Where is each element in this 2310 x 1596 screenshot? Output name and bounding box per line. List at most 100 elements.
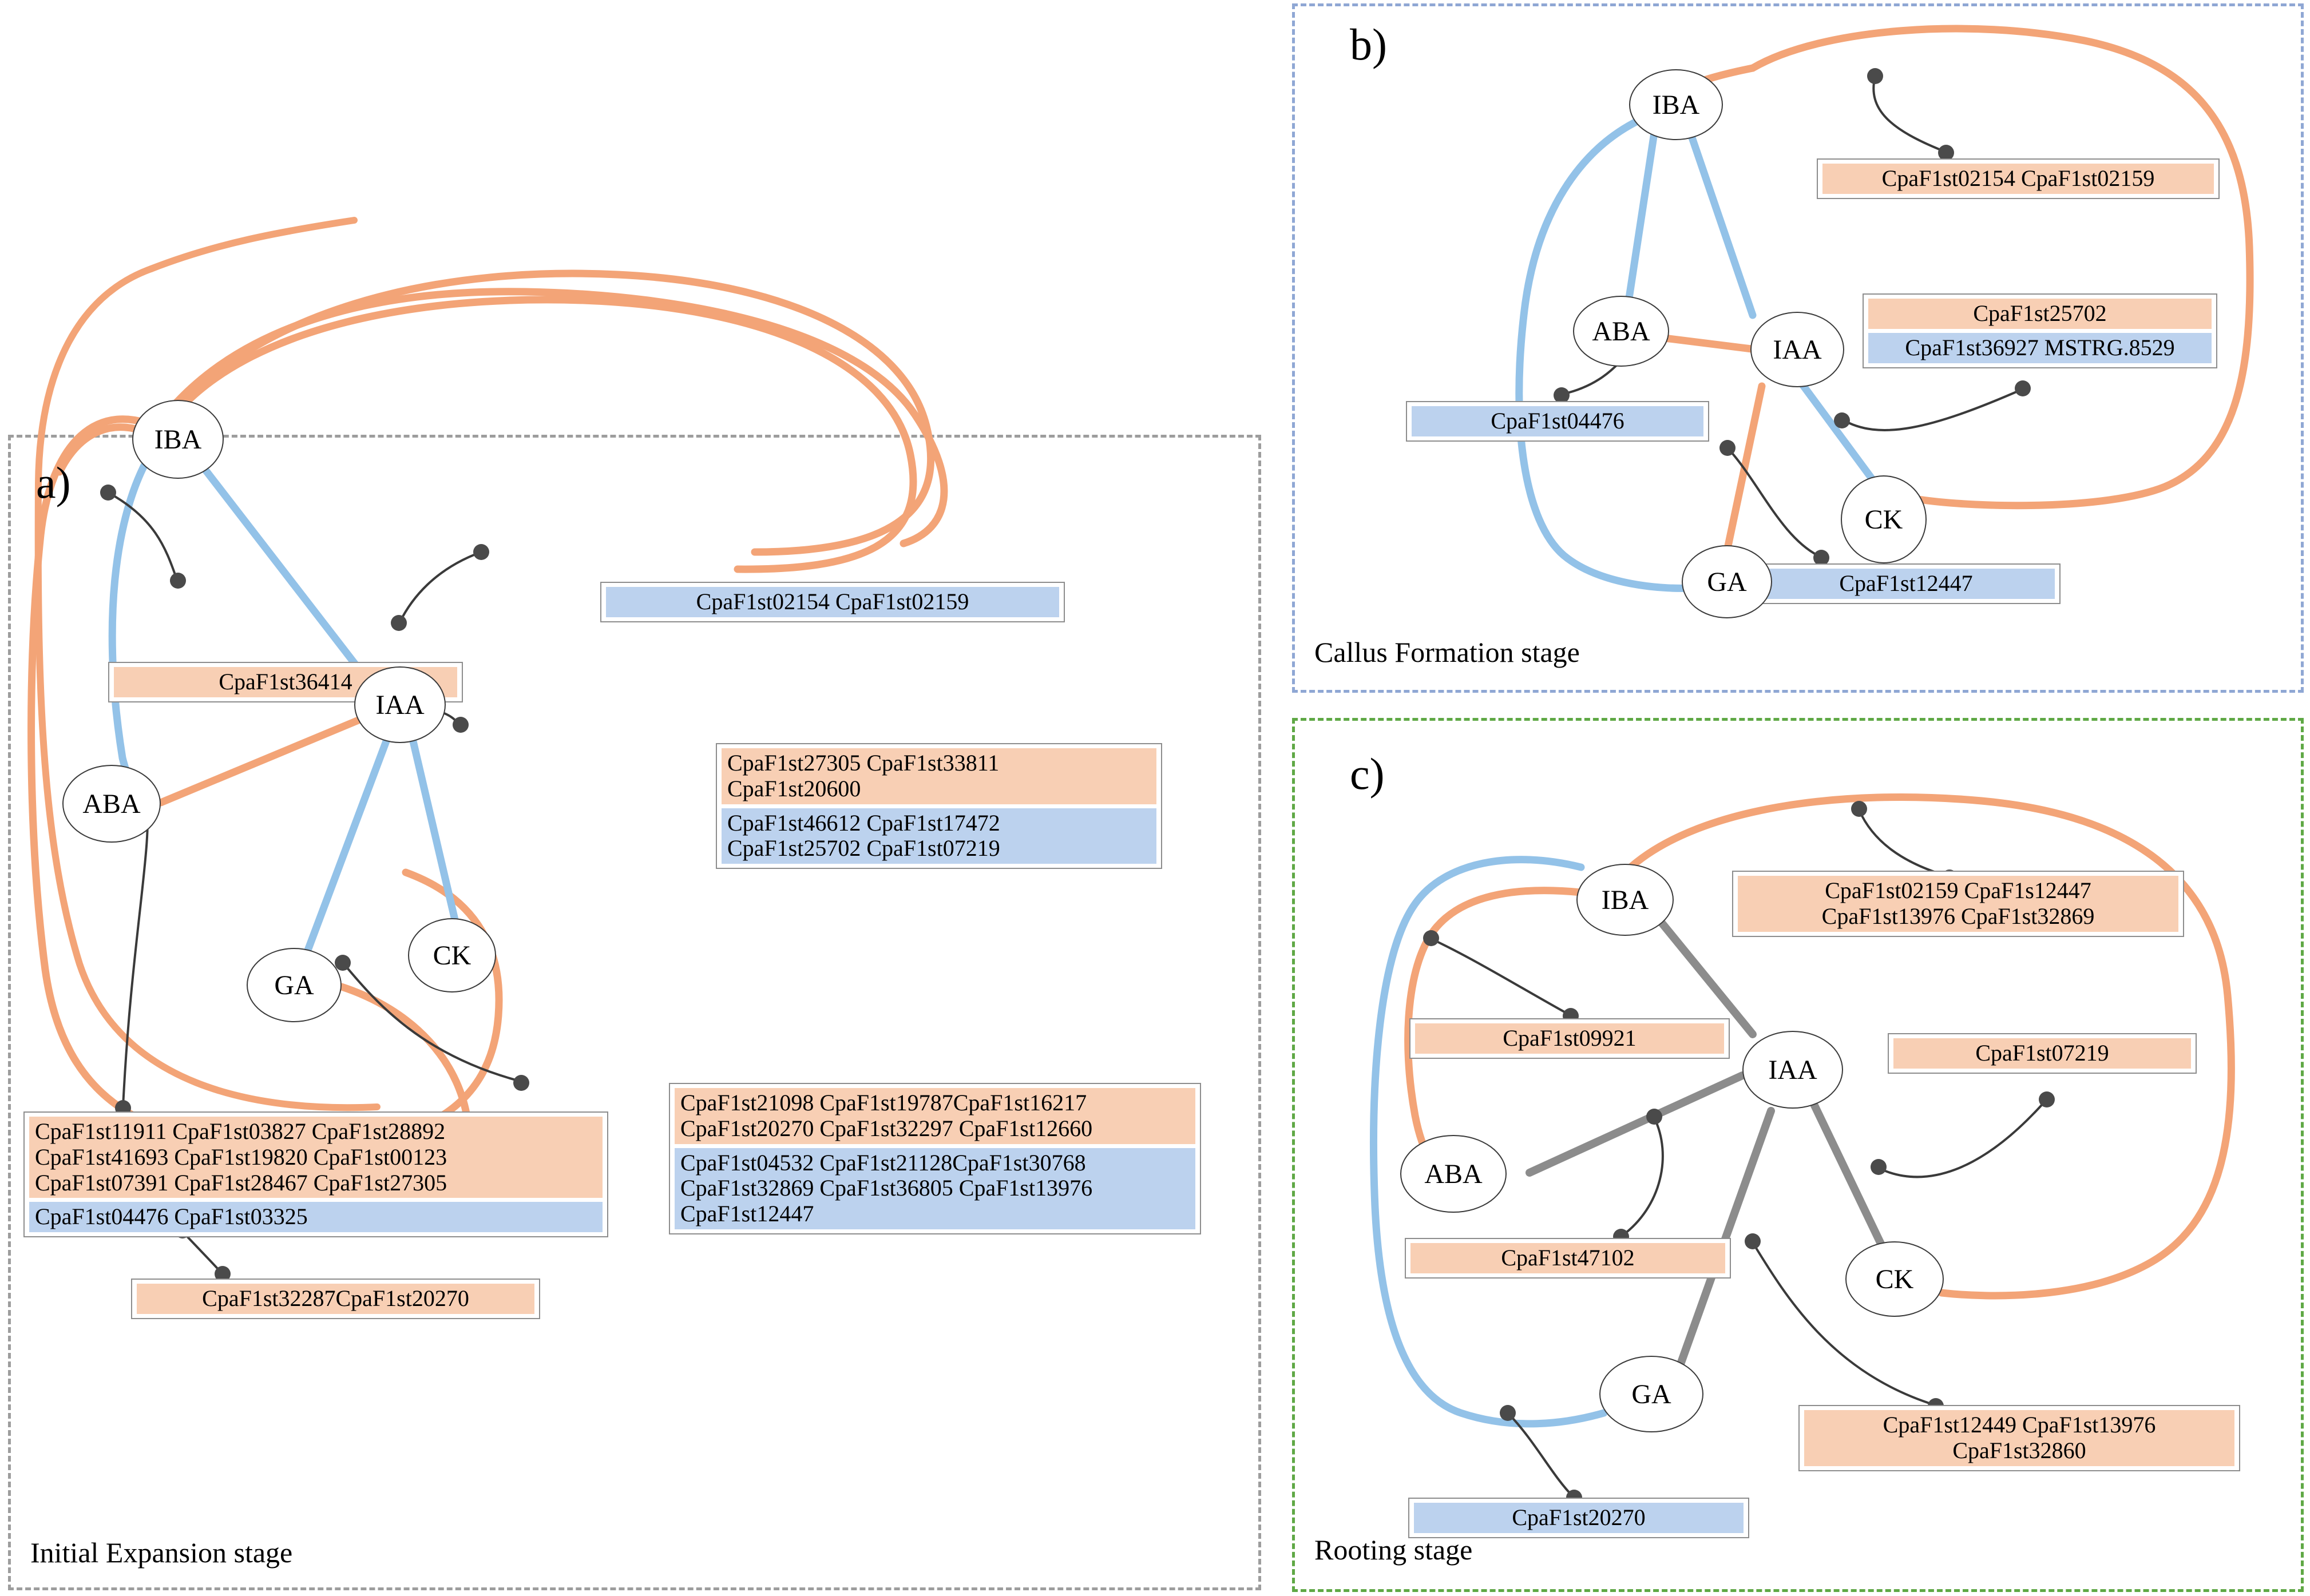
leader-iba-box: [108, 491, 178, 580]
gene-band-up: CpaF1st11911 CpaF1st03827 CpaF1st28892 C…: [29, 1117, 603, 1198]
node-label: CK: [1864, 504, 1903, 535]
gene-band-down: CpaF1st36927 MSTRG.8529: [1868, 332, 2212, 363]
panel-a-initial-expansion: a) CpaF1st02154 CpaF1st02159 CpaF1st3641…: [8, 217, 1261, 1590]
node-label: ABA: [82, 788, 141, 819]
gene-band-up: CpaF1st07219: [1893, 1038, 2191, 1069]
node-iaa[interactable]: IAA: [1742, 1031, 1843, 1109]
gene-band-up: CpaF1st47102: [1410, 1243, 1725, 1273]
gene-box-a-iaa[interactable]: CpaF1st27305 CpaF1st33811 CpaF1st20600 C…: [716, 743, 1162, 870]
panel-c-rooting: c) CpaF1st02159 CpaF1s12447 CpaF1st13976…: [1292, 718, 2304, 1592]
node-label: IBA: [1652, 89, 1700, 120]
gene-band-down: CpaF1st20270: [1414, 1503, 1744, 1533]
gene-band-down: CpaF1st04532 CpaF1st21128CpaF1st30768 Cp…: [675, 1148, 1195, 1229]
node-iba[interactable]: IBA: [1629, 69, 1723, 140]
gene-band-up: CpaF1st21098 CpaF1st19787CpaF1st16217 Cp…: [675, 1088, 1195, 1144]
node-label: ABA: [1592, 316, 1650, 347]
node-label: GA: [1707, 566, 1747, 597]
leader-bottom-box: [1726, 447, 1821, 558]
node-label: IAA: [1768, 1054, 1817, 1085]
node-iba[interactable]: IBA: [132, 400, 224, 479]
leader-top-box: [1858, 809, 1949, 878]
edge-orange-iba-ck: [179, 296, 917, 573]
node-iba[interactable]: IBA: [1576, 864, 1674, 936]
panel-b-letter: b): [1350, 19, 1387, 69]
gene-box-c-ck[interactable]: CpaF1st07219: [1888, 1033, 2197, 1074]
edge-orange-aba-iaa: [157, 704, 393, 807]
edge-blue-iaa-ck: [1798, 380, 1877, 484]
gene-box-c-top[interactable]: CpaF1st02159 CpaF1s12447 CpaF1st13976 Cp…: [1732, 871, 2184, 937]
gene-band-up: CpaF1st09921: [1415, 1023, 1724, 1054]
node-label: IAA: [1773, 334, 1822, 365]
gene-box-c-aba[interactable]: CpaF1st47102: [1405, 1238, 1731, 1279]
gene-box-c-ga[interactable]: CpaF1st20270: [1408, 1498, 1749, 1538]
gene-band-up: CpaF1st25702: [1868, 299, 2212, 329]
node-iaa[interactable]: IAA: [354, 666, 446, 743]
node-ck[interactable]: CK: [1845, 1241, 1944, 1317]
gene-band-up: CpaF1st32287CpaF1st20270: [137, 1284, 534, 1314]
leader-top-box: [399, 551, 482, 622]
panel-c-caption: Rooting stage: [1314, 1534, 1473, 1566]
leader-ga-box: [1508, 1413, 1574, 1498]
panel-c-connectors: [1432, 809, 2047, 1498]
node-ga[interactable]: GA: [1682, 545, 1772, 618]
edge-orange-iaa-ga: [1723, 382, 1766, 553]
node-label: IAA: [375, 689, 425, 720]
panel-a-letter: a): [36, 458, 71, 507]
node-aba[interactable]: ABA: [1573, 296, 1669, 367]
edge-blue-iaa-ck: [407, 730, 461, 934]
node-label: GA: [274, 970, 314, 1001]
node-ga[interactable]: GA: [247, 948, 342, 1022]
gene-box-a-top[interactable]: CpaF1st02154 CpaF1st02159: [600, 582, 1065, 622]
gene-band-down: CpaF1st02154 CpaF1st02159: [606, 587, 1059, 617]
edge-blue-iba-iaa: [189, 450, 374, 688]
node-aba[interactable]: ABA: [1400, 1135, 1507, 1213]
node-label: IBA: [154, 424, 202, 455]
edge-blue-iaa-ga: [299, 731, 393, 968]
edge-gray-aba-iaa: [1526, 1071, 1746, 1177]
panel-c-network: [1370, 793, 2235, 1506]
gene-box-c-iba[interactable]: CpaF1st09921: [1409, 1018, 1730, 1059]
gene-band-down: CpaF1st46612 CpaF1st17472 CpaF1st25702 C…: [722, 808, 1156, 864]
edge-gray-iba-iaa: [1647, 906, 1757, 1038]
gene-box-a-bottom[interactable]: CpaF1st32287CpaF1st20270: [131, 1279, 540, 1319]
edge-gray-iaa-ck: [1808, 1097, 1897, 1274]
leader-iba-box: [1432, 938, 1570, 1016]
panel-b-connectors: [1562, 76, 2022, 558]
node-label: IBA: [1601, 884, 1649, 915]
panel-b-callus-formation: b) CpaF1st02154 CpaF1st02159 CpaF1st2570…: [1292, 3, 2304, 693]
leader-top-box: [1872, 76, 1946, 153]
gene-box-b-right[interactable]: CpaF1st25702 CpaF1st36927 MSTRG.8529: [1863, 293, 2217, 368]
gene-band-up: CpaF1st27305 CpaF1st33811 CpaF1st20600: [722, 748, 1156, 804]
leader-bottom-box: [181, 1230, 223, 1274]
panel-a-caption: Initial Expansion stage: [30, 1537, 293, 1569]
gene-box-b-aba[interactable]: CpaF1st04476: [1406, 401, 1709, 442]
node-aba[interactable]: ABA: [62, 765, 161, 843]
gene-box-a-right[interactable]: CpaF1st21098 CpaF1st19787CpaF1st16217 Cp…: [669, 1083, 1201, 1234]
edge-orange-left-loop: [34, 265, 381, 1111]
gene-box-a-left[interactable]: CpaF1st11911 CpaF1st03827 CpaF1st28892 C…: [23, 1111, 608, 1238]
node-ck[interactable]: CK: [408, 918, 496, 992]
panel-b-caption: Callus Formation stage: [1314, 636, 1580, 668]
node-label: CK: [433, 940, 471, 971]
gene-box-c-bottomright[interactable]: CpaF1st12449 CpaF1st13976 CpaF1st32860: [1798, 1405, 2240, 1471]
gene-band-down: CpaF1st04476 CpaF1st03325: [29, 1202, 603, 1233]
edge-blue-iba-aba: [1625, 121, 1659, 302]
leader-aba-box: [1621, 1117, 1664, 1237]
edge-orange-aba-iaa: [1661, 334, 1760, 354]
node-label: CK: [1875, 1264, 1914, 1295]
node-ga[interactable]: GA: [1599, 1356, 1703, 1432]
node-ck[interactable]: CK: [1841, 475, 1927, 563]
gene-box-b-top[interactable]: CpaF1st02154 CpaF1st02159: [1817, 158, 2220, 199]
edge-blue-iba-ga: [1370, 856, 1608, 1428]
node-label: ABA: [1424, 1158, 1483, 1189]
leader-right-box: [1841, 388, 2022, 431]
gene-band-up: CpaF1st02159 CpaF1s12447 CpaF1st13976 Cp…: [1738, 876, 2178, 932]
node-iaa[interactable]: IAA: [1750, 312, 1844, 387]
gene-box-b-bottom[interactable]: CpaF1st12447: [1752, 563, 2061, 604]
leader-ga-rightbox: [343, 963, 521, 1082]
edge-orange-outer-loop-left: [27, 415, 503, 1151]
panel-c-letter: c): [1350, 749, 1385, 799]
node-label: GA: [1631, 1379, 1671, 1410]
gene-band-down: CpaF1st12447: [1757, 569, 2055, 599]
